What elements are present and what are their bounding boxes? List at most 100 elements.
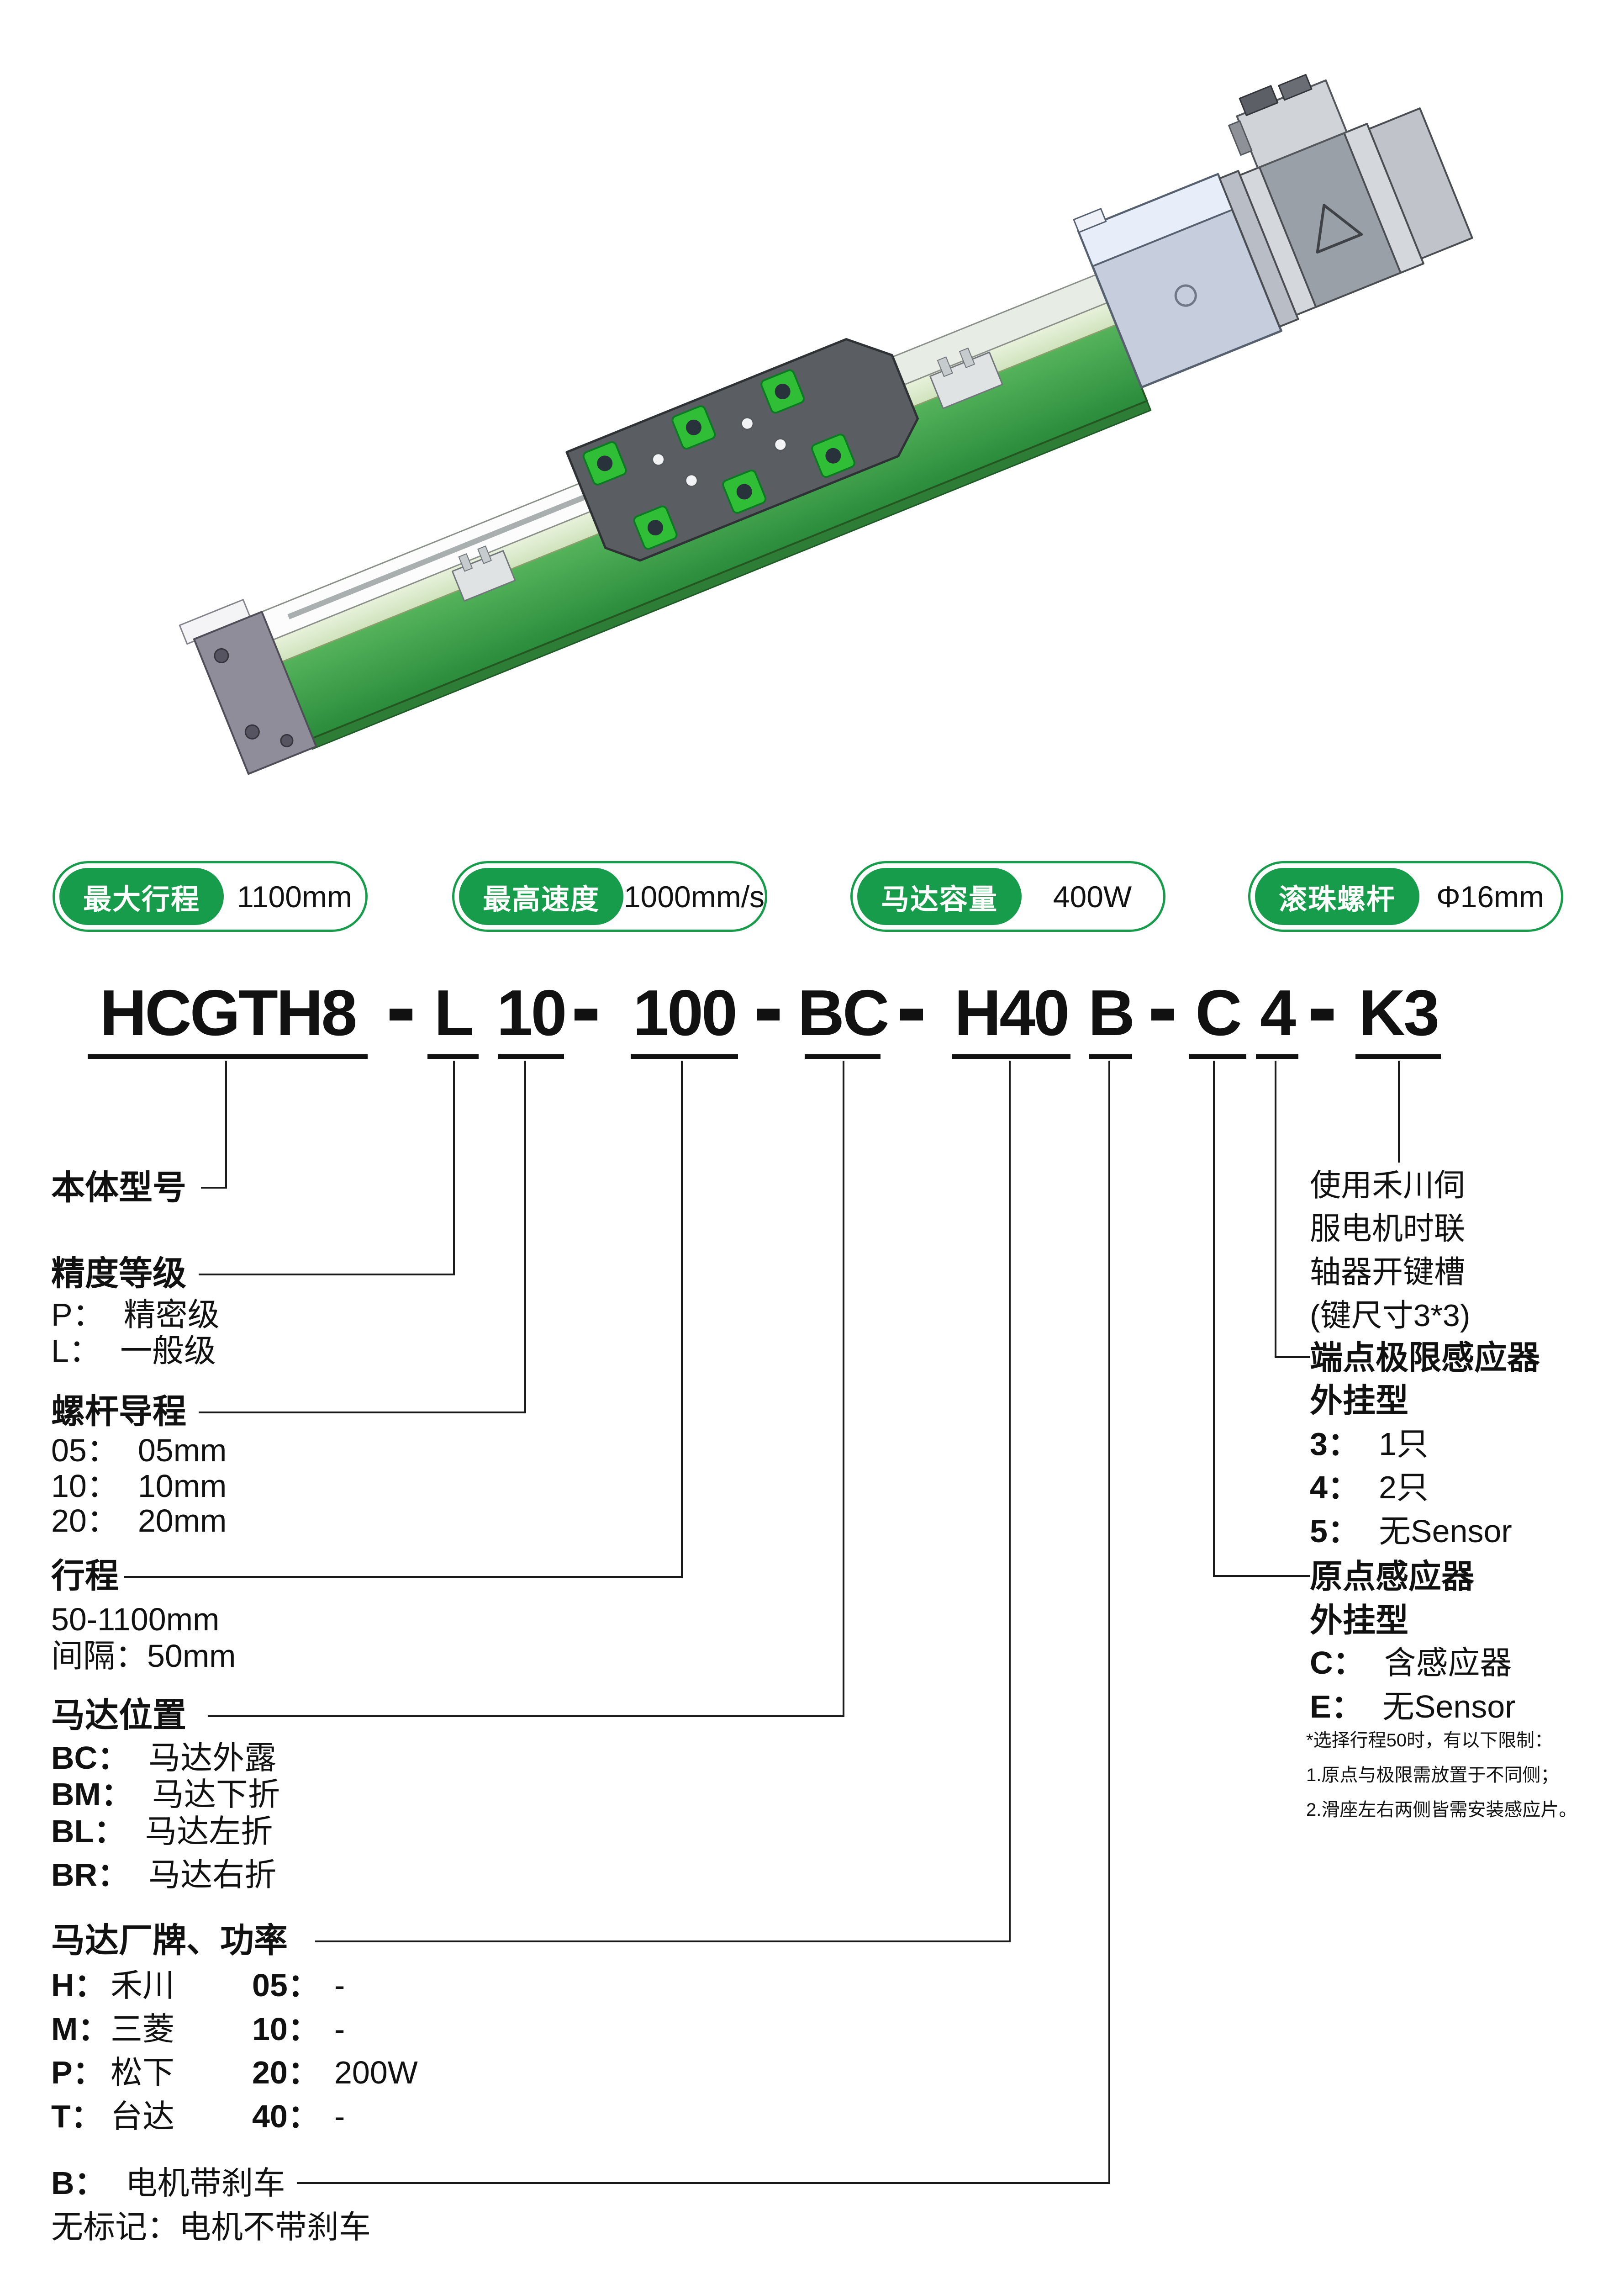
keyway-note-line: 轴器开键槽 <box>1310 1255 1466 1290</box>
leader-h-limit-sensor <box>1275 1356 1310 1358</box>
limit-sensor-label: 1只 <box>1378 1426 1429 1462</box>
limit-sensor-row: 5： 无Sensor <box>1310 1513 1512 1549</box>
accuracy-row-label: 精密级 <box>123 1297 220 1332</box>
motor-power-code: 20： <box>252 2055 320 2090</box>
carriage-pad <box>760 369 805 414</box>
carriage-pad <box>582 441 627 486</box>
origin-sensor-code: C： <box>1310 1645 1365 1681</box>
heading-limit-sensor-type: 外挂型 <box>1310 1383 1409 1419</box>
badge-motor-capacity-value: 400W <box>1053 879 1132 914</box>
leader-h-brake <box>297 2182 1110 2184</box>
badge-motor-capacity: 马达容量 400W <box>850 861 1165 932</box>
brake-code: B： <box>51 2165 106 2201</box>
motor-power-code: 40： <box>252 2099 320 2134</box>
badge-max-speed-value: 1000mm/s <box>623 879 765 914</box>
segment-underline <box>631 1054 738 1059</box>
accuracy-row-code: P： <box>51 1297 105 1332</box>
screw-lead-row-code: 10： <box>51 1468 119 1504</box>
origin-sensor-row: E： 无Sensor <box>1310 1688 1516 1725</box>
carriage-bolt <box>652 453 665 466</box>
limit-sensor-row: 3： 1只 <box>1310 1426 1429 1462</box>
motor-brand-code: M： <box>51 2011 110 2047</box>
badge-max-speed: 最高速度 1000mm/s <box>452 861 767 932</box>
motor-rear <box>1368 107 1473 259</box>
sensor-bracket <box>451 545 516 602</box>
heading-motor-position: 马达位置 <box>51 1696 186 1734</box>
screw-lead-row: 10： 10mm <box>51 1468 227 1504</box>
motor <box>1218 74 1473 328</box>
motor-position-label: 马达外露 <box>148 1740 277 1776</box>
leader-v-brake <box>1108 1061 1110 2184</box>
warning-triangle-icon <box>1316 204 1363 254</box>
model-separator <box>390 1009 412 1020</box>
slider-carriage <box>565 338 919 562</box>
leader-h-motor-brand <box>315 1940 1011 1942</box>
badge-motor-capacity-label: 马达容量 <box>857 868 1022 925</box>
model-segment-body: HCGTH8 <box>100 976 358 1049</box>
accuracy-row-code: L： <box>51 1333 101 1369</box>
motor-position-row: BL： 马达左折 <box>51 1813 273 1850</box>
leader-h-lead <box>199 1412 526 1413</box>
brake-row: B： 电机带刹车 <box>51 2165 285 2201</box>
motor-position-label: 马达左折 <box>145 1813 273 1849</box>
heading-screw-lead: 螺杆导程 <box>51 1392 186 1430</box>
accuracy-row: P： 精密级 <box>51 1296 220 1333</box>
limit-sensor-label: 2只 <box>1378 1470 1429 1505</box>
heading-accuracy: 精度等级 <box>51 1254 186 1292</box>
model-segment-stroke: 100 <box>633 976 738 1049</box>
leader-v-motor-position <box>843 1061 844 1717</box>
model-segment-limit-sensor: 4 <box>1260 976 1296 1049</box>
model-segment-keyway: K3 <box>1358 976 1440 1049</box>
product-illustration <box>179 74 1473 775</box>
sensor-bracket <box>929 348 1003 409</box>
leader-h-motor-position <box>208 1715 844 1717</box>
stroke-range: 50-1100mm <box>51 1602 220 1637</box>
carriage-bolt <box>685 474 698 487</box>
model-segment-motor-brand: H40 <box>954 976 1070 1049</box>
badge-max-stroke: 最大行程 1100mm <box>53 861 368 932</box>
heading-limit-sensor: 端点极限感应器 <box>1310 1340 1540 1376</box>
leader-h-stroke <box>124 1576 683 1578</box>
motor-brand-code: T： <box>51 2099 103 2134</box>
leader-v-lead <box>524 1061 526 1413</box>
motor-position-code: BC： <box>51 1740 130 1776</box>
limit-sensor-row: 4： 2只 <box>1310 1469 1429 1506</box>
screw-lead-row-code: 05： <box>51 1433 119 1468</box>
motor-brand-row: T： 台达 40： - <box>51 2098 345 2135</box>
motor-position-row: BC： 马达外露 <box>51 1739 276 1776</box>
model-separator <box>575 1009 597 1020</box>
screw-lead-row-label: 10mm <box>137 1468 227 1504</box>
motor-power-code: 10： <box>252 2011 320 2047</box>
motor-position-row: BR： 马达右折 <box>51 1856 276 1893</box>
model-segment-motor-position: BC <box>797 976 889 1049</box>
model-segment-origin-sensor: C <box>1195 976 1242 1049</box>
segment-underline <box>952 1054 1070 1059</box>
badge-max-speed-label: 最高速度 <box>459 868 623 925</box>
leader-v-keyway <box>1398 1061 1400 1163</box>
origin-sensor-label: 含感应器 <box>1384 1645 1512 1681</box>
accuracy-row: L： 一般级 <box>51 1332 216 1369</box>
model-separator <box>1311 1009 1334 1020</box>
brake-label: 电机带刹车 <box>125 2165 285 2201</box>
motor-position-label: 马达下折 <box>152 1776 280 1812</box>
motor-position-row: BM： 马达下折 <box>51 1776 280 1813</box>
motor-brand-name: 松下 <box>111 2055 174 2090</box>
limit-sensor-code: 4： <box>1310 1470 1360 1505</box>
origin-sensor-label: 无Sensor <box>1382 1689 1516 1724</box>
limit-sensor-code: 3： <box>1310 1426 1360 1462</box>
footnote-line: *选择行程50时，有以下限制： <box>1306 1730 1553 1750</box>
carriage-bolt <box>774 438 787 451</box>
motor-position-code: BL： <box>51 1813 126 1849</box>
motor-power-value: - <box>334 1967 345 2003</box>
leader-v-stroke <box>681 1061 683 1578</box>
motor-position-label: 马达右折 <box>148 1857 277 1893</box>
keyway-note-line: 服电机时联 <box>1310 1211 1466 1246</box>
accuracy-row-label: 一般级 <box>120 1333 216 1369</box>
origin-sensor-code: E： <box>1310 1689 1363 1724</box>
segment-underline <box>1189 1054 1246 1059</box>
model-separator <box>1151 1009 1174 1020</box>
stroke-interval: 间隔：50mm <box>51 1638 236 1674</box>
carriage-bolt <box>740 417 754 430</box>
end-cap-bolt <box>244 724 260 740</box>
